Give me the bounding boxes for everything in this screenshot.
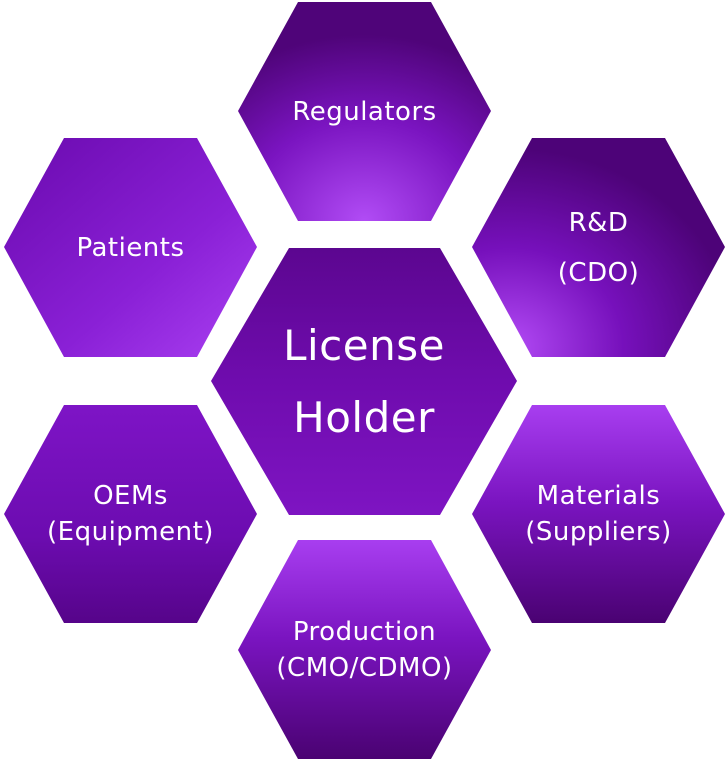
hex-regulators	[238, 2, 491, 221]
hex-patients	[4, 138, 257, 357]
hex-materials	[472, 405, 725, 623]
hex-production	[238, 540, 491, 759]
hex-oems	[4, 405, 257, 623]
hex-license-holder	[211, 248, 517, 515]
hex-rnd	[472, 138, 725, 357]
